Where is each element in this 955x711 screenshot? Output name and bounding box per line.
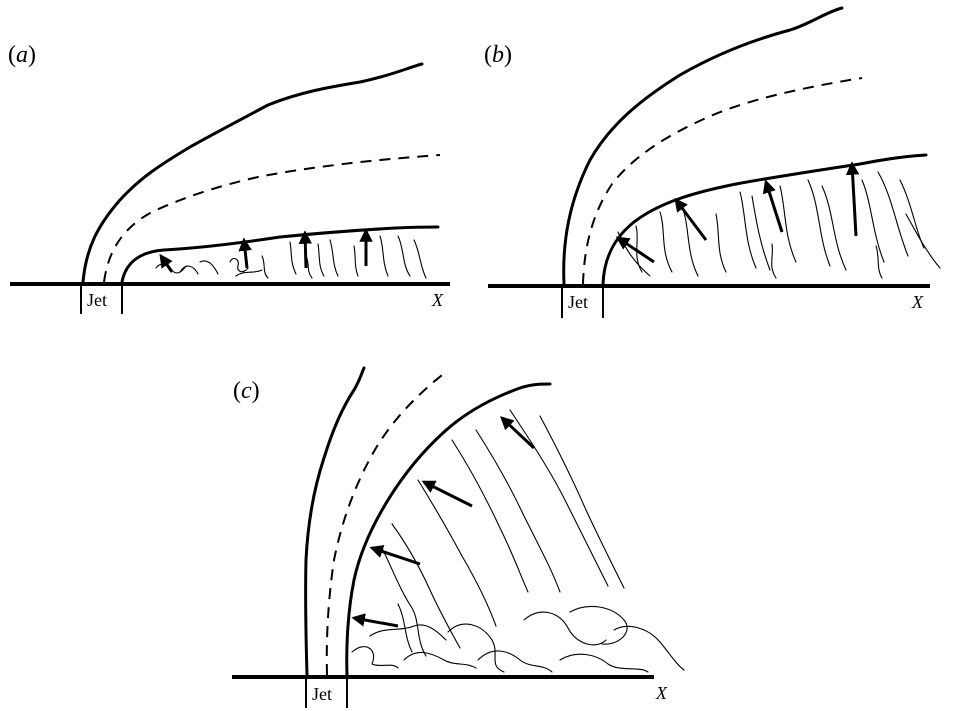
panel-c-entrainment-arrows xyxy=(354,418,534,626)
panel-c: (c) Jet X xyxy=(233,368,684,708)
panel-c-jet-outer-edge xyxy=(306,368,364,675)
panel-a-wake-eddies xyxy=(156,236,426,278)
panel-a-axis-label: X xyxy=(431,290,444,310)
panel-b-jet-label: Jet xyxy=(568,292,588,312)
panel-a: (a) Jet X xyxy=(8,42,448,314)
panel-b-axis-label: X xyxy=(911,292,924,312)
panel-a-entrainment-arrows xyxy=(161,231,366,272)
panel-b: (b) Jet X xyxy=(484,8,940,318)
panel-b-entrainment-arrows xyxy=(618,164,856,262)
panel-a-jet-inner-edge xyxy=(122,227,438,282)
panel-c-jet-label: Jet xyxy=(312,684,332,704)
panel-b-jet-outer-edge xyxy=(564,8,842,284)
panel-a-jet-label: Jet xyxy=(87,290,107,310)
panel-b-jet-inner-edge xyxy=(603,155,926,284)
panel-a-jet-centerline xyxy=(104,155,440,282)
panel-a-label: (a) xyxy=(8,42,36,68)
panel-b-jet-centerline xyxy=(583,78,862,284)
panel-c-axis-label: X xyxy=(655,683,668,703)
panel-a-jet-outer-edge xyxy=(83,64,422,282)
panel-b-label: (b) xyxy=(484,42,512,68)
panel-c-wake-eddies xyxy=(352,410,684,672)
panel-c-label: (c) xyxy=(233,378,260,404)
